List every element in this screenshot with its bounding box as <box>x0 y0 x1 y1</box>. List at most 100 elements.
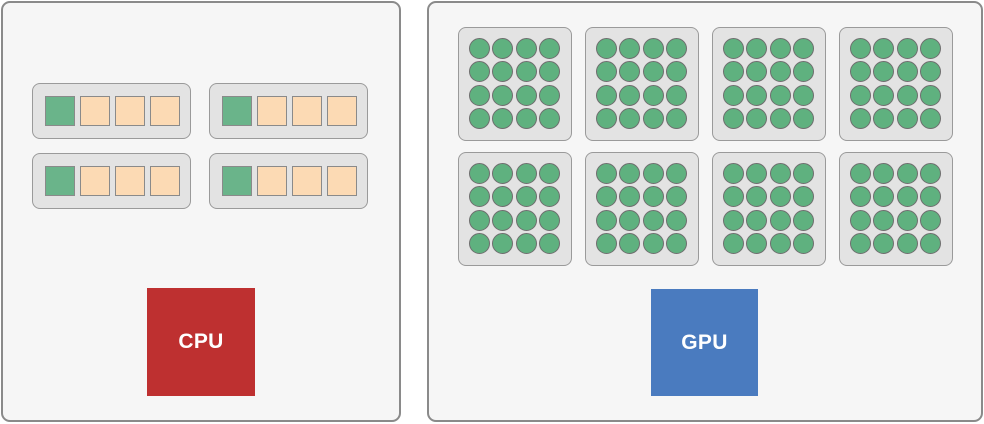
gpu-core <box>539 210 560 231</box>
gpu-core <box>793 38 814 59</box>
cpu-alu <box>80 166 110 196</box>
gpu-core <box>643 186 664 207</box>
gpu-core <box>850 108 871 129</box>
gpu-core <box>746 233 767 254</box>
gpu-core <box>920 38 941 59</box>
gpu-core <box>666 210 687 231</box>
gpu-core <box>492 163 513 184</box>
gpu-core <box>619 61 640 82</box>
gpu-core <box>643 210 664 231</box>
gpu-core <box>723 38 744 59</box>
gpu-core <box>492 108 513 129</box>
gpu-core <box>643 108 664 129</box>
gpu-core <box>643 61 664 82</box>
gpu-core <box>469 108 490 129</box>
gpu-core <box>873 233 894 254</box>
gpu-core <box>469 186 490 207</box>
gpu-core <box>643 233 664 254</box>
gpu-core <box>793 163 814 184</box>
gpu-core <box>492 61 513 82</box>
gpu-core <box>920 61 941 82</box>
cpu-label: CPU <box>178 330 224 353</box>
gpu-sm-block <box>839 152 953 266</box>
gpu-core <box>746 38 767 59</box>
gpu-sm-block <box>712 152 826 266</box>
gpu-core <box>897 186 918 207</box>
cpu-alu <box>115 96 145 126</box>
gpu-core <box>469 210 490 231</box>
gpu-core <box>492 186 513 207</box>
gpu-core <box>770 38 791 59</box>
cpu-core-group <box>209 153 368 209</box>
gpu-core <box>666 85 687 106</box>
cpu-control-unit <box>222 166 252 196</box>
gpu-sm-block <box>458 27 572 141</box>
gpu-core <box>539 61 560 82</box>
gpu-core <box>873 61 894 82</box>
gpu-core <box>619 186 640 207</box>
gpu-core <box>666 186 687 207</box>
gpu-sm-block <box>712 27 826 141</box>
cpu-alu <box>292 96 322 126</box>
gpu-core <box>920 163 941 184</box>
gpu-core <box>770 108 791 129</box>
gpu-core <box>469 61 490 82</box>
gpu-core <box>469 163 490 184</box>
cpu-control-unit <box>45 96 75 126</box>
gpu-core <box>596 85 617 106</box>
gpu-core <box>897 61 918 82</box>
gpu-core <box>746 163 767 184</box>
gpu-core <box>920 108 941 129</box>
gpu-core <box>516 233 537 254</box>
gpu-core <box>897 163 918 184</box>
gpu-core <box>666 38 687 59</box>
gpu-sm-block <box>585 152 699 266</box>
gpu-core <box>920 210 941 231</box>
gpu-core <box>770 210 791 231</box>
gpu-core <box>516 186 537 207</box>
gpu-core <box>596 61 617 82</box>
gpu-chip: GPU <box>651 289 758 396</box>
gpu-core <box>897 233 918 254</box>
cpu-control-unit <box>222 96 252 126</box>
gpu-core <box>850 38 871 59</box>
gpu-core <box>770 233 791 254</box>
gpu-core <box>516 108 537 129</box>
gpu-core <box>770 61 791 82</box>
cpu-core-group <box>32 153 191 209</box>
gpu-core <box>619 210 640 231</box>
gpu-core <box>746 210 767 231</box>
gpu-core <box>746 186 767 207</box>
gpu-core <box>516 38 537 59</box>
cpu-core-group <box>209 83 368 139</box>
gpu-core <box>746 85 767 106</box>
gpu-core <box>793 85 814 106</box>
gpu-core <box>793 108 814 129</box>
gpu-core <box>897 38 918 59</box>
gpu-core <box>723 85 744 106</box>
gpu-core <box>873 210 894 231</box>
gpu-core <box>770 186 791 207</box>
gpu-sm-block <box>458 152 572 266</box>
gpu-core <box>723 210 744 231</box>
gpu-core <box>643 163 664 184</box>
gpu-label: GPU <box>681 330 728 354</box>
gpu-core <box>850 85 871 106</box>
gpu-core <box>492 210 513 231</box>
cpu-alu <box>292 166 322 196</box>
gpu-core <box>723 61 744 82</box>
gpu-core <box>746 108 767 129</box>
gpu-core <box>539 108 560 129</box>
gpu-core <box>723 163 744 184</box>
gpu-core <box>873 163 894 184</box>
gpu-core <box>666 61 687 82</box>
gpu-core <box>920 233 941 254</box>
gpu-core <box>850 233 871 254</box>
gpu-core <box>723 186 744 207</box>
gpu-core <box>770 163 791 184</box>
gpu-core <box>873 108 894 129</box>
gpu-core <box>666 108 687 129</box>
gpu-core <box>516 85 537 106</box>
gpu-core <box>897 210 918 231</box>
gpu-core <box>770 85 791 106</box>
